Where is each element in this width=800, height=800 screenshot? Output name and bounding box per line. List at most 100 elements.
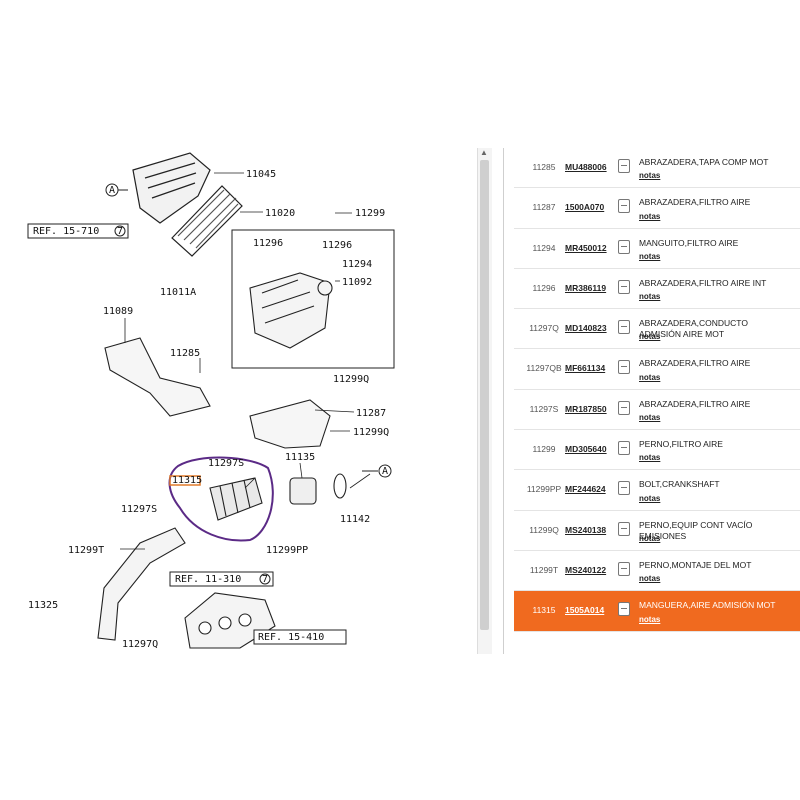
- part-position: 11299Q: [529, 524, 559, 535]
- parts-row[interactable]: 11297S MR187850 ABRAZADERA,FILTRO AIRE n…: [514, 390, 800, 431]
- cart-icon[interactable]: [618, 239, 630, 254]
- notes-link[interactable]: notas: [639, 372, 661, 382]
- cart-icon[interactable]: [618, 199, 630, 214]
- part-description: PERNO,EQUIP CONT VACÍO EMISIONES: [639, 519, 753, 541]
- notes-link[interactable]: notas: [639, 533, 661, 543]
- part-code-link[interactable]: MF661134: [565, 363, 606, 374]
- part-position: 11297Q: [529, 323, 559, 334]
- notes-link[interactable]: notas: [639, 413, 661, 423]
- parts-row[interactable]: 11296 MR386119 ABRAZADERA,FILTRO AIRE IN…: [514, 269, 800, 310]
- cart-icon[interactable]: [618, 441, 630, 456]
- callout: 11297S: [208, 458, 244, 469]
- part-description: ABRAZADERA,FILTRO AIRE: [639, 358, 751, 369]
- part-code-link[interactable]: MF244624: [565, 484, 606, 495]
- part-description: MANGUERA,AIRE ADMISIÓN MOT: [639, 600, 776, 611]
- parts-row-selected[interactable]: 11315 1505A014 MANGUERA,AIRE ADMISIÓN MO…: [514, 591, 800, 632]
- callout: 11092: [342, 277, 372, 288]
- part-position: 11294: [532, 242, 556, 253]
- part-code-link[interactable]: MD140823: [565, 323, 607, 334]
- scroll-up-icon[interactable]: ▲: [480, 148, 488, 157]
- ref-marker: 7: [117, 226, 123, 237]
- callout: 11142: [340, 514, 370, 525]
- ref-label: REF. 15-410: [253, 629, 347, 645]
- cart-icon[interactable]: [618, 360, 630, 375]
- notes-link[interactable]: notas: [639, 493, 661, 503]
- diagram-scrollbar[interactable]: ▲: [477, 148, 492, 654]
- part-description: BOLT,CRANKSHAFT: [639, 479, 720, 490]
- scroll-thumb[interactable]: [480, 160, 489, 630]
- notes-link[interactable]: notas: [639, 211, 661, 221]
- notes-link[interactable]: notas: [639, 614, 661, 624]
- part-code-link[interactable]: MU488006: [565, 162, 607, 172]
- callout: 11299: [355, 208, 385, 219]
- callout: 11089: [103, 306, 133, 317]
- parts-row[interactable]: 11299PP MF244624 BOLT,CRANKSHAFT notas: [514, 470, 800, 511]
- lower-pipe-11325: [97, 527, 186, 641]
- parts-row[interactable]: 11294 MR450012 MANGUITO,FILTRO AIRE nota…: [514, 229, 800, 269]
- notes-link[interactable]: notas: [639, 292, 661, 302]
- parts-row[interactable]: 11287 1500A070 ABRAZADERA,FILTRO AIRE no…: [514, 188, 800, 229]
- parts-row[interactable]: 11297QB MF661134 ABRAZADERA,FILTRO AIRE …: [514, 349, 800, 390]
- part-code-link[interactable]: 1505A014: [565, 605, 605, 616]
- part-code-link[interactable]: MR450012: [565, 242, 607, 253]
- parts-row[interactable]: 11299Q MS240138 PERNO,EQUIP CONT VACÍO E…: [514, 511, 800, 551]
- notes-link[interactable]: notas: [639, 453, 661, 463]
- parts-row[interactable]: 11299 MD305640 PERNO,FILTRO AIRE notas: [514, 430, 800, 471]
- arrow-marker-a: A: [105, 183, 128, 197]
- callout: 11296: [253, 238, 283, 249]
- part-position: 11285: [532, 162, 556, 172]
- callout: 11011A: [160, 287, 196, 298]
- parts-row[interactable]: 11299T MS240122 PERNO,MONTAJE DEL MOT no…: [514, 551, 800, 592]
- part-code-link[interactable]: MD305640: [565, 444, 607, 455]
- part-code-link[interactable]: 1500A070: [565, 202, 605, 213]
- cart-icon[interactable]: [618, 521, 630, 536]
- part-position: 11299: [532, 444, 556, 455]
- cart-icon[interactable]: [618, 400, 630, 415]
- notes-link[interactable]: notas: [639, 171, 661, 181]
- part-description: ABRAZADERA,FILTRO AIRE: [639, 398, 751, 409]
- cart-icon[interactable]: [618, 481, 630, 496]
- part-description: ABRAZADERA,TAPA COMP MOT: [639, 157, 769, 167]
- ref-text: REF. 11-310: [175, 574, 241, 585]
- part-code-link[interactable]: MS240122: [565, 564, 607, 575]
- parts-exploded-diagram: 11315 11045 11020 11299 11296 11296 1129…: [27, 152, 395, 650]
- part-code-link[interactable]: MR187850: [565, 403, 607, 414]
- ref-text: REF. 15-410: [258, 632, 324, 643]
- highlight-circle: [168, 456, 274, 542]
- callout: 11299T: [68, 545, 104, 556]
- air-flow-meter: [289, 473, 347, 505]
- callout: 11135: [285, 452, 315, 463]
- ref-text: REF. 15-710: [33, 226, 99, 237]
- part-position: 11297S: [529, 403, 559, 414]
- ref-label: REF. 11-310 7: [169, 571, 274, 587]
- notes-link[interactable]: notas: [639, 251, 661, 261]
- notes-link[interactable]: notas: [639, 332, 661, 342]
- cart-icon[interactable]: [618, 561, 630, 576]
- svg-text:A: A: [382, 466, 388, 477]
- part-position: 11297QB: [526, 363, 562, 374]
- part-position: 11296: [532, 282, 556, 293]
- part-position: 11315: [532, 605, 556, 616]
- notes-link[interactable]: notas: [639, 574, 661, 584]
- callout: 11297S: [121, 504, 157, 515]
- callout: 11299Q: [333, 374, 369, 385]
- part-description: ABRAZADERA,CONDUCTO ADMISIÓN AIRE MOT: [639, 318, 748, 340]
- air-filter-element: [171, 185, 243, 257]
- parts-row[interactable]: 11285 MU488006 ABRAZADERA,TAPA COMP MOT …: [514, 148, 800, 189]
- air-filter-lid: [132, 152, 211, 224]
- arrow-marker-a: A: [362, 464, 392, 478]
- parts-row[interactable]: 11297Q MD140823 ABRAZADERA,CONDUCTO ADMI…: [514, 309, 800, 350]
- cart-icon[interactable]: [618, 279, 630, 294]
- part-code-link[interactable]: MR386119: [565, 282, 607, 293]
- parts-list: 11285 MU488006 ABRAZADERA,TAPA COMP MOT …: [514, 148, 800, 654]
- callout: 11299PP: [266, 545, 308, 556]
- cart-icon[interactable]: [618, 602, 630, 617]
- ref-label: REF. 15-710 7: [27, 223, 129, 239]
- cart-icon[interactable]: [618, 159, 630, 173]
- part-code-link[interactable]: MS240138: [565, 524, 607, 535]
- callout: 11325: [28, 600, 58, 611]
- cart-icon[interactable]: [618, 320, 630, 335]
- highlight-box: [169, 475, 201, 486]
- callout: 11299Q: [353, 427, 389, 438]
- svg-text:A: A: [109, 185, 115, 196]
